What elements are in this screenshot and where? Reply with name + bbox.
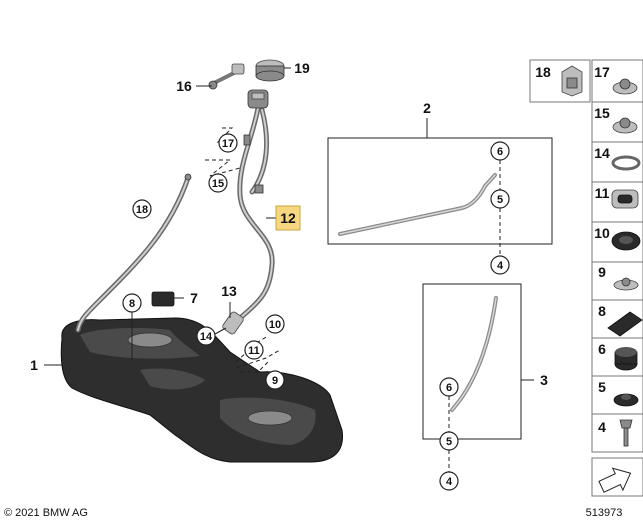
sidebar-tile-5-label: 5 — [598, 379, 606, 395]
callout-16: 16 — [176, 78, 192, 94]
sidebar-tile-11-label: 11 — [595, 185, 610, 201]
callout-11: 11 — [244, 340, 264, 360]
pipe-clips — [184, 134, 264, 194]
callout-5-lower-label: 5 — [446, 436, 452, 448]
diagram-number: 513973 — [586, 507, 623, 519]
callout-18: 18 — [132, 199, 152, 219]
sidebar-tile-14[interactable]: 14 — [591, 141, 643, 183]
callout-2: 2 — [423, 100, 431, 116]
copyright-text: © 2021 BMW AG — [4, 507, 88, 519]
callout-17: 17 — [218, 133, 238, 153]
sidebar-tile-4[interactable]: 4 — [591, 413, 643, 453]
sidebar-tile-15-label: 15 — [594, 105, 610, 121]
callout-6-lower-label: 6 — [446, 382, 452, 394]
filler-neck[interactable] — [247, 89, 269, 109]
sidebar-tile-11[interactable]: 11 — [591, 181, 643, 223]
callout-6-lower: 6 — [439, 377, 459, 397]
sidebar-tile-arrow — [591, 457, 643, 497]
callout-12-label: 12 — [280, 210, 296, 226]
callout-4-upper-label: 4 — [497, 260, 504, 272]
callout-18-label: 18 — [136, 204, 148, 216]
callout-14-label: 14 — [200, 331, 213, 343]
strap-2[interactable] — [338, 173, 497, 236]
sidebar-tile-17-label: 17 — [594, 64, 610, 80]
sidebar-tile-14-label: 14 — [594, 145, 610, 161]
strap-3[interactable] — [450, 296, 498, 412]
strap-3-group-box — [422, 283, 522, 440]
callout-6-upper: 6 — [490, 141, 510, 161]
callout-5-upper: 5 — [490, 189, 510, 209]
callout-6-upper-label: 6 — [497, 146, 503, 158]
callout-4-upper: 4 — [490, 255, 510, 275]
callout-9-label: 9 — [272, 375, 278, 387]
callout-5-lower: 5 — [439, 431, 459, 451]
strap-2-group-box — [327, 137, 553, 245]
part-7-pad[interactable] — [151, 291, 175, 307]
callout-14: 14 — [196, 326, 216, 346]
part-13-connector[interactable] — [222, 311, 245, 335]
fuel-cap[interactable] — [255, 59, 285, 82]
sidebar-tile-8-label: 8 — [598, 303, 606, 319]
sidebar-tile-6[interactable]: 6 — [591, 337, 643, 377]
sidebar-tile-4-label: 4 — [598, 419, 606, 435]
callout-10: 10 — [265, 314, 285, 334]
callout-4-lower: 4 — [439, 471, 459, 491]
callout-8: 8 — [122, 293, 142, 313]
callout-5-upper-label: 5 — [497, 194, 503, 206]
vent-hose[interactable] — [75, 175, 191, 333]
sidebar-tile-6-label: 6 — [598, 341, 606, 357]
sidebar-tile-15[interactable]: 15 — [591, 101, 643, 143]
callout-19: 19 — [294, 60, 310, 76]
sidebar-tile-17[interactable]: 17 — [591, 59, 643, 103]
sidebar-tile-8[interactable]: 8 — [591, 299, 643, 339]
callout-9: 9 — [265, 370, 285, 390]
sidebar-tile-5[interactable]: 5 — [591, 375, 643, 415]
part-16-tether[interactable] — [208, 63, 245, 90]
callout-15-label: 15 — [212, 178, 224, 190]
callout-12[interactable]: 12 — [275, 205, 301, 231]
callout-3: 3 — [540, 372, 548, 388]
callout-17-label: 17 — [222, 138, 234, 150]
callout-8-label: 8 — [129, 298, 135, 310]
sidebar-tile-18-label: 18 — [535, 64, 551, 80]
sidebar-tile-9-label: 9 — [598, 264, 606, 280]
callout-10-label: 10 — [269, 319, 281, 331]
callout-15: 15 — [208, 173, 228, 193]
sidebar-tile-10[interactable]: 10 — [591, 221, 643, 263]
sidebar-tile-18[interactable]: 18 — [529, 59, 591, 103]
sidebar-tile-9[interactable]: 9 — [591, 261, 643, 301]
callout-4-lower-label: 4 — [446, 476, 453, 488]
sidebar-tile-10-label: 10 — [594, 225, 610, 241]
callout-13: 13 — [221, 283, 237, 299]
callout-1: 1 — [30, 357, 38, 373]
callout-7: 7 — [190, 290, 198, 306]
callout-11-label: 11 — [248, 345, 260, 357]
